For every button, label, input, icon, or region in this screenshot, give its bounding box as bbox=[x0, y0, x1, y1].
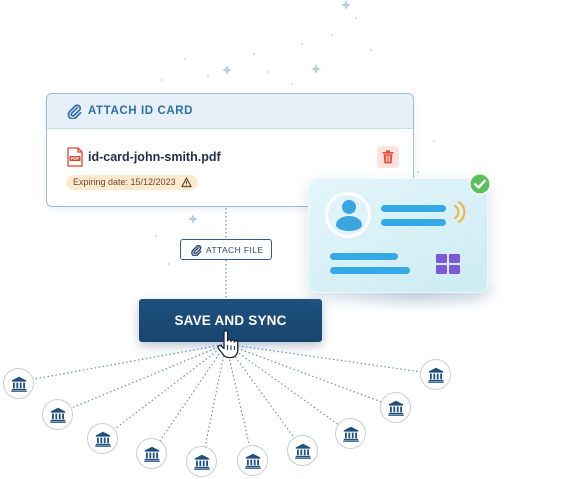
paperclip-icon bbox=[191, 244, 202, 256]
expiry-badge: Expiring date: 15/12/2023 bbox=[66, 175, 198, 190]
warning-triangle-icon bbox=[180, 177, 192, 188]
id-card-graphic bbox=[325, 192, 466, 274]
paperclip-icon bbox=[67, 104, 82, 119]
bank-icon bbox=[420, 359, 451, 390]
trash-icon bbox=[382, 150, 394, 164]
svg-text:PDF: PDF bbox=[71, 156, 80, 161]
check-circle-icon bbox=[469, 173, 491, 195]
id-card-icon bbox=[308, 178, 488, 293]
bank-icon bbox=[237, 445, 268, 476]
hand-pointer-icon bbox=[217, 330, 239, 359]
sync-lines bbox=[17, 343, 436, 463]
chip-icon bbox=[436, 254, 460, 274]
expiry-text: Expiring date: 15/12/2023 bbox=[73, 177, 176, 187]
bank-icon bbox=[3, 368, 34, 399]
file-name[interactable]: id-card-john-smith.pdf bbox=[88, 150, 221, 164]
bank-icon bbox=[380, 392, 411, 423]
delete-file-button[interactable] bbox=[377, 146, 399, 168]
bank-icon bbox=[136, 438, 167, 469]
id-card-illustration bbox=[300, 170, 508, 312]
pdf-file-icon: PDF bbox=[67, 147, 83, 167]
bank-icon bbox=[186, 446, 217, 477]
attach-id-card-header: ATTACH ID CARD bbox=[47, 94, 413, 129]
dot-decorations bbox=[155, 17, 435, 279]
bank-icon bbox=[287, 435, 318, 466]
attach-file-label: ATTACH FILE bbox=[206, 245, 264, 255]
contactless-icon bbox=[454, 201, 466, 223]
bank-icon bbox=[87, 423, 118, 454]
bank-icon bbox=[42, 399, 73, 430]
attach-id-card-title: ATTACH ID CARD bbox=[88, 105, 194, 117]
sparkle-decorations bbox=[188, 0, 351, 224]
save-and-sync-button[interactable]: SAVE AND SYNC bbox=[139, 299, 322, 342]
bank-icon bbox=[335, 418, 366, 449]
attach-file-button[interactable]: ATTACH FILE bbox=[180, 239, 272, 260]
attach-id-card-panel: ATTACH ID CARD PDF id-card-john-smith.pd… bbox=[46, 93, 414, 207]
